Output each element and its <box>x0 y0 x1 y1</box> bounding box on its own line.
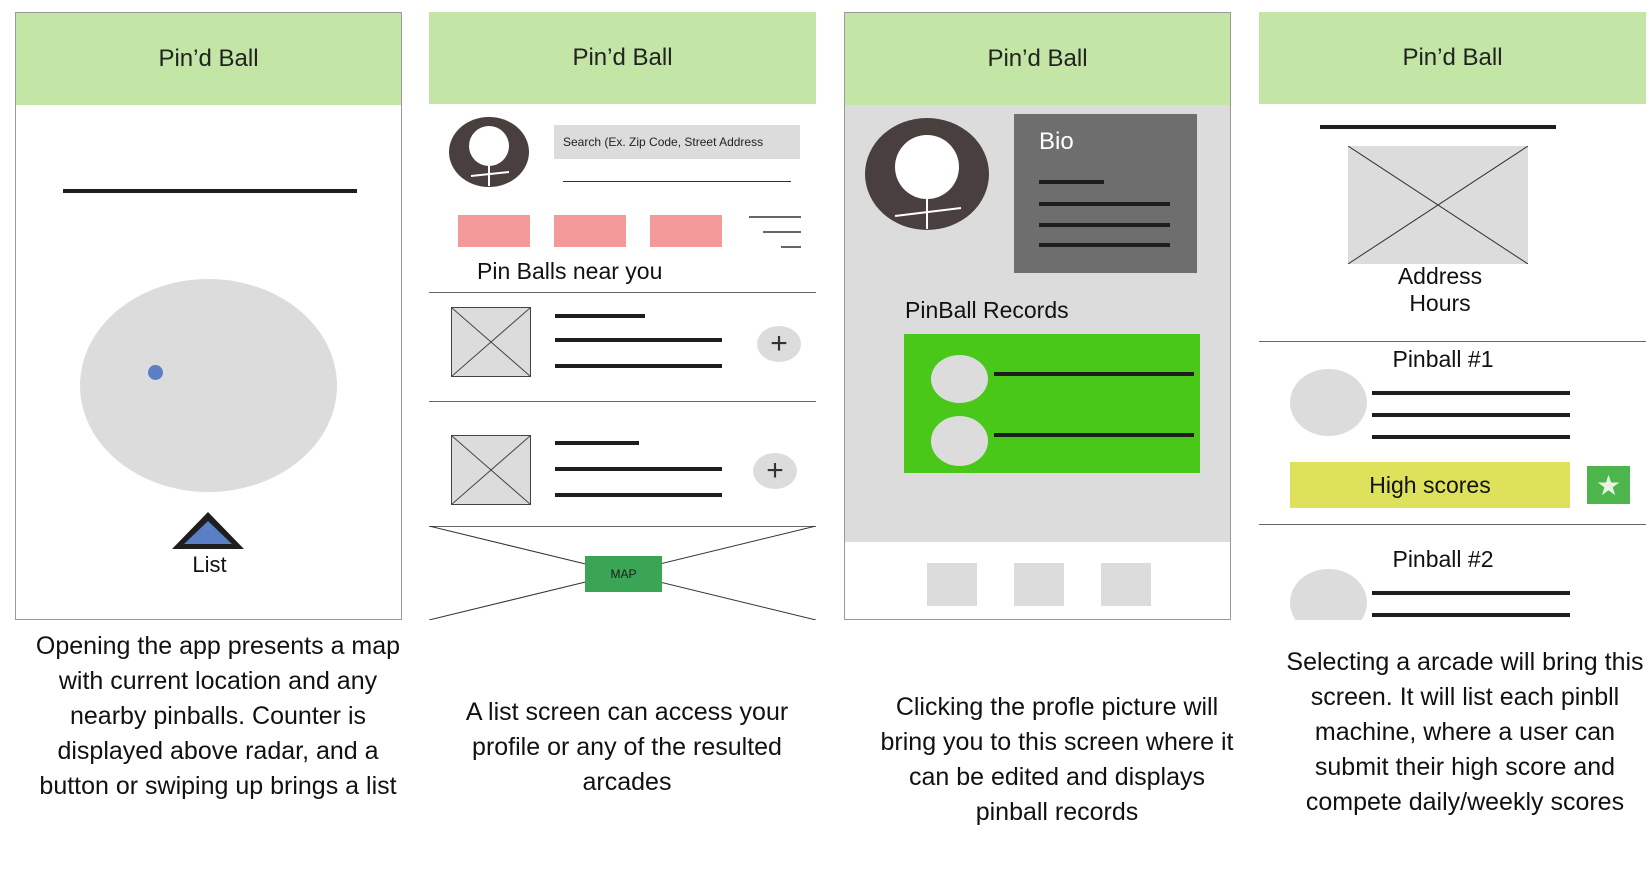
text-line <box>1039 180 1104 184</box>
nav-button-3[interactable] <box>1101 563 1151 606</box>
star-icon[interactable]: ★ <box>1587 466 1630 504</box>
pinball2-title: Pinball #2 <box>1392 546 1494 572</box>
divider <box>1259 524 1646 525</box>
text-line <box>555 338 722 342</box>
nav-button-1[interactable] <box>927 563 977 606</box>
title-bar <box>1320 125 1556 129</box>
text-line <box>1372 613 1570 617</box>
text-line <box>1372 591 1570 595</box>
filter-button-3[interactable] <box>650 215 722 247</box>
caption-screen-profile: Clicking the profle picture will bring y… <box>880 693 1234 826</box>
pinball1-title: Pinball #1 <box>1392 346 1494 372</box>
machine-avatar <box>1290 369 1367 436</box>
app-header: Pin’d Ball <box>429 12 816 104</box>
screen-profile: Pin’d Ball Bio PinBall Records <box>844 12 1231 620</box>
radar-map[interactable] <box>80 279 337 492</box>
plus-icon[interactable]: + <box>757 326 801 362</box>
text-line <box>1372 391 1570 395</box>
image-placeholder-icon <box>451 435 531 505</box>
text-line <box>1039 243 1170 247</box>
counter-bar <box>63 189 357 193</box>
search-input[interactable]: Search (Ex. Zip Code, Street Address <box>554 125 800 159</box>
text-line <box>994 372 1194 376</box>
divider <box>1259 341 1646 342</box>
nav-button-2[interactable] <box>1014 563 1064 606</box>
records-title: PinBall Records <box>905 297 1069 323</box>
avatar-icon[interactable] <box>449 116 529 188</box>
machine-avatar <box>1290 569 1367 620</box>
text-line <box>1372 413 1570 417</box>
filter-button-2[interactable] <box>554 215 626 247</box>
text-line <box>994 433 1194 437</box>
image-placeholder-icon <box>1348 146 1528 264</box>
text-line <box>1039 202 1170 206</box>
text-line <box>555 441 639 445</box>
bio-label: Bio <box>1039 128 1074 155</box>
address-label: Address <box>1397 263 1483 289</box>
hours-label: Hours <box>1409 290 1471 316</box>
record-avatar <box>931 355 988 403</box>
record-avatar <box>931 416 988 466</box>
app-header: Pin’d Ball <box>1259 12 1646 104</box>
text-line <box>1039 223 1170 227</box>
filter-button-1[interactable] <box>458 215 530 247</box>
caption-screen-map: Opening the app presents a map with curr… <box>35 632 401 800</box>
high-scores-button[interactable]: High scores <box>1290 462 1570 508</box>
plus-icon[interactable]: + <box>753 453 797 489</box>
list-arrow-up-icon[interactable] <box>169 509 247 553</box>
text-line <box>555 364 722 368</box>
filter-icon[interactable] <box>747 214 803 250</box>
screen-map: Pin’d Ball List <box>15 12 402 620</box>
bio-panel[interactable]: Bio <box>1014 114 1197 273</box>
app-title: Pin’d Ball <box>1402 44 1503 71</box>
map-button[interactable]: MAP <box>585 556 662 592</box>
app-header: Pin’d Ball <box>845 13 1230 105</box>
search-underline <box>563 181 791 182</box>
section-title: Pin Balls near you <box>477 258 663 284</box>
caption-screen-list: A list screen can access your profile or… <box>465 698 789 796</box>
screen-list: Pin’d Ball Search (Ex. Zip Code, Street … <box>429 12 816 620</box>
divider <box>429 292 816 293</box>
records-panel[interactable] <box>904 334 1200 473</box>
location-dot-icon <box>148 365 163 380</box>
app-title: Pin’d Ball <box>572 44 673 71</box>
text-line <box>555 493 722 497</box>
divider <box>429 401 816 402</box>
avatar-icon[interactable] <box>865 117 989 231</box>
app-title: Pin’d Ball <box>158 45 259 72</box>
app-title: Pin’d Ball <box>987 45 1088 72</box>
list-label[interactable]: List <box>192 552 227 577</box>
text-line <box>555 314 645 318</box>
text-line <box>555 467 722 471</box>
app-header: Pin’d Ball <box>16 13 401 105</box>
text-line <box>1372 435 1570 439</box>
caption-screen-arcade: Selecting a arcade will bring this scree… <box>1286 648 1644 816</box>
image-placeholder-icon <box>451 307 531 377</box>
screen-arcade: Pin’d Ball Address Hours Pinball #1 High… <box>1259 12 1646 620</box>
